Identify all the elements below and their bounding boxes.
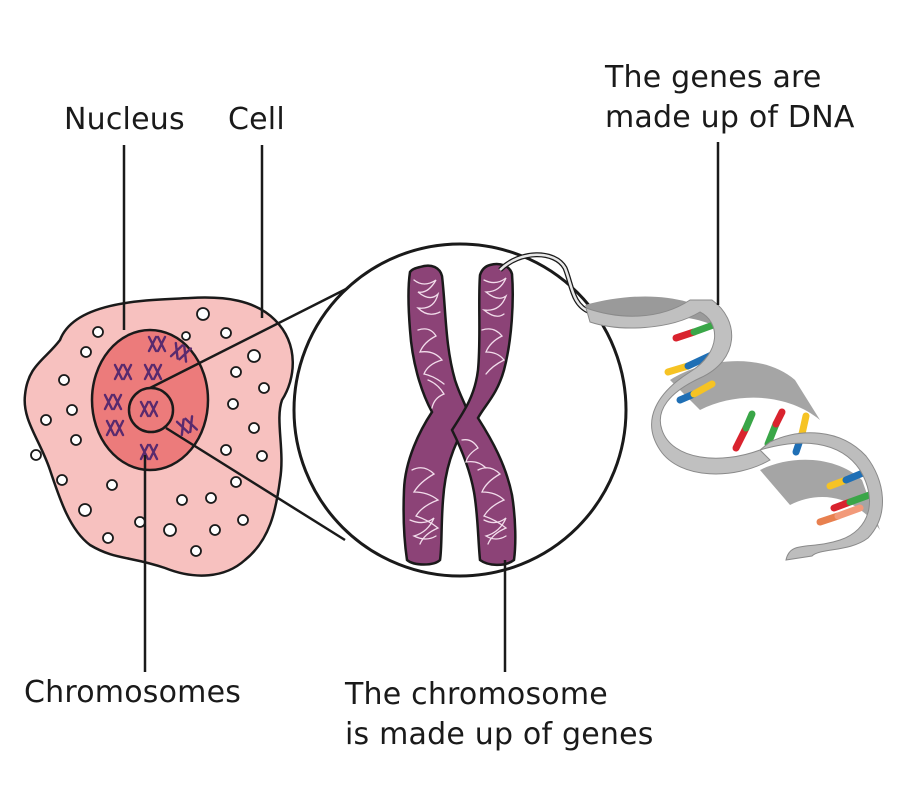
zoom-lines	[149, 284, 353, 542]
chromosome-left-chromatid	[402, 264, 470, 566]
vesicle	[247, 349, 261, 363]
base-pair	[772, 408, 786, 428]
vesicle	[70, 434, 82, 446]
chromosome-mark	[139, 400, 159, 418]
vesicle	[163, 523, 177, 537]
label-genes-dna: The genes are made up of DNA	[605, 58, 855, 138]
nucleus-chromosomes	[103, 335, 199, 461]
base-pair	[764, 420, 780, 448]
leader-lines	[122, 142, 720, 672]
base-pair	[732, 424, 750, 452]
vesicle	[230, 476, 242, 488]
vesicle	[237, 514, 249, 526]
dna-strand	[498, 252, 883, 561]
vesicle	[106, 479, 118, 491]
chromosome-mark	[175, 415, 199, 437]
vesicle	[230, 366, 242, 378]
dna-thread-inner	[499, 253, 591, 314]
chromosome-mark	[169, 341, 193, 363]
dna-ribbon-front	[585, 299, 771, 475]
vesicle	[134, 516, 146, 528]
vesicle	[258, 382, 270, 394]
vesicle	[190, 545, 202, 557]
label-chromosome-genes-line-1: The chromosome	[345, 677, 608, 712]
base-pair	[690, 380, 716, 398]
vesicle	[78, 503, 92, 517]
vesicle	[220, 444, 232, 456]
label-chromosomes: Chromosomes	[24, 675, 242, 710]
label-chromosome-genes: The chromosome is made up of genes	[345, 675, 654, 755]
vesicle	[40, 414, 52, 426]
chromosome	[402, 262, 517, 567]
vesicle	[227, 398, 239, 410]
vesicle	[181, 331, 191, 341]
chromosome-mark	[143, 363, 163, 381]
label-chromosome-genes-line-2: is made up of genes	[345, 717, 654, 752]
chromosome-mark	[105, 419, 125, 437]
chromosome-mark	[139, 443, 159, 461]
vesicle	[176, 494, 188, 506]
vesicle	[209, 524, 221, 536]
cell-vesicles	[30, 307, 270, 557]
zoom-source-circle	[127, 386, 175, 434]
zoom-line-bottom	[165, 426, 346, 542]
chromosome-mark	[103, 393, 123, 411]
base-pair	[834, 504, 864, 520]
vesicle	[256, 450, 268, 462]
base-pair	[798, 412, 810, 438]
label-genes-dna-line-1: The genes are	[605, 60, 822, 95]
vesicle	[92, 326, 104, 338]
vesicle	[30, 449, 42, 461]
vesicle	[102, 532, 114, 544]
dna-ribbon-front-lower	[759, 432, 883, 561]
label-cell: Cell	[228, 102, 285, 137]
base-pair	[742, 410, 756, 432]
vesicle	[58, 374, 70, 386]
vesicle	[220, 327, 232, 339]
base-pair	[846, 490, 876, 506]
chromosome-right-chromatid	[450, 262, 517, 567]
vesicle	[248, 422, 260, 434]
chromatin-texture	[409, 277, 508, 545]
label-genes-dna-line-2: made up of DNA	[605, 100, 855, 135]
dna-ribbon-back-lower	[670, 361, 820, 420]
cell	[23, 296, 294, 577]
vesicle	[196, 307, 210, 321]
vesicle	[56, 474, 68, 486]
vesicle	[66, 404, 78, 416]
chromosome-mark	[113, 363, 133, 381]
chromosome-mark	[147, 335, 167, 353]
vesicle	[205, 492, 217, 504]
zoom-line-top	[149, 284, 353, 390]
label-nucleus: Nucleus	[64, 102, 185, 137]
vesicle	[80, 346, 92, 358]
